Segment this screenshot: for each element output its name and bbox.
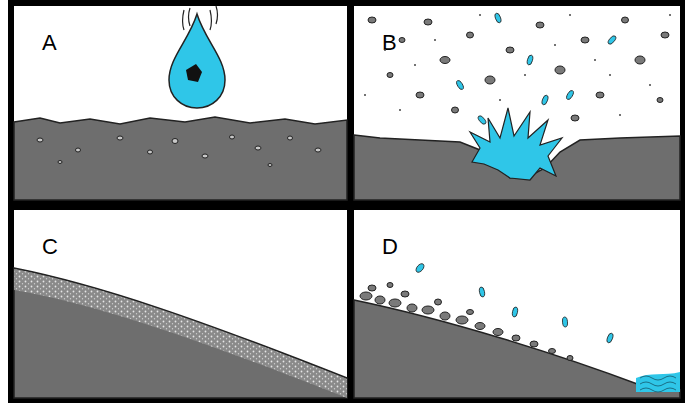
panel-letter: A [42,30,57,56]
panel-letter: B [382,30,397,56]
panel: B [354,6,680,200]
panel: C [14,210,347,398]
panel: D [354,210,680,398]
panel-letter: D [382,234,398,260]
panel-letter: C [42,234,58,260]
panel: A [14,6,347,200]
